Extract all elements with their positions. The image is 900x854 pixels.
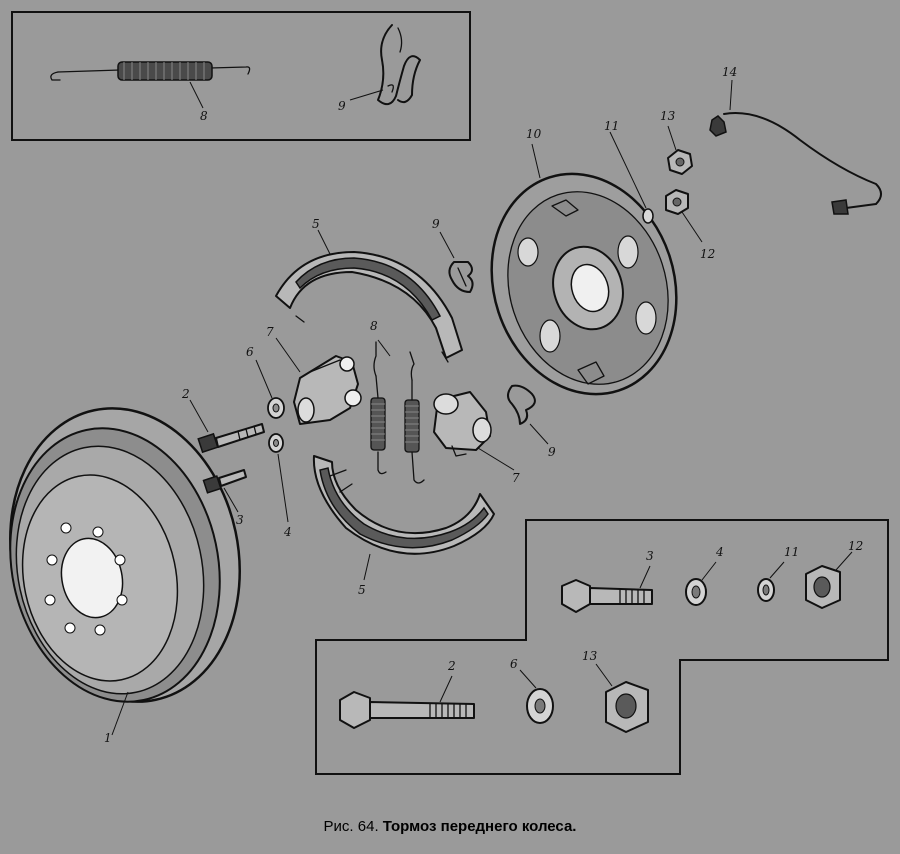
label-1: 1	[104, 731, 112, 745]
brake-drum: 1	[9, 407, 241, 745]
label-12-upper: 12	[700, 247, 715, 261]
caption-title: Тормоз переднего колеса.	[382, 818, 577, 835]
label-9-right: 9	[548, 445, 556, 459]
detail-bolt-3: 3	[561, 549, 654, 613]
label-5-upper: 5	[312, 217, 320, 231]
backing-plate: 10	[490, 127, 678, 396]
bolt-3: 3	[202, 469, 247, 527]
label-14: 14	[722, 65, 737, 79]
figure-caption: Рис. 64. Тормоз переднего колеса.	[0, 818, 900, 835]
label-13-detail: 13	[582, 649, 598, 663]
label-5-lower: 5	[358, 583, 366, 597]
brake-shoe-lower: 5	[312, 455, 495, 597]
detail-bolt-2: 2	[339, 659, 475, 729]
inset-spring-8: 8	[50, 61, 251, 123]
washer-6: 6	[246, 345, 285, 419]
wheel-cylinder-right: 7	[433, 391, 520, 485]
label-3-detail: 3	[646, 549, 654, 563]
label-9-upper: 9	[432, 217, 440, 231]
inset-fasteners-box: 3 4 11 12 2	[315, 519, 889, 775]
label-3: 3	[236, 513, 244, 527]
wheel-cylinder-left: 7	[266, 325, 362, 425]
label-7-right: 7	[512, 471, 520, 485]
detail-washer-4: 4	[685, 545, 724, 606]
label-12-detail: 12	[848, 539, 863, 553]
clip-9-upper: 9	[432, 217, 474, 293]
label-13-upper: 13	[660, 109, 676, 123]
brake-pipe: 14	[709, 65, 882, 215]
detail-washer-11: 11	[757, 545, 799, 602]
bolt-2: 2	[181, 387, 265, 454]
label-2: 2	[181, 387, 190, 401]
label-8-inset: 8	[200, 109, 208, 123]
label-11-detail: 11	[784, 545, 799, 559]
label-2-detail: 2	[447, 659, 456, 673]
caption-prefix: Рис. 64.	[323, 818, 379, 835]
label-7-left: 7	[266, 325, 274, 339]
label-11-upper: 11	[604, 119, 619, 133]
label-6: 6	[246, 345, 254, 359]
detail-nut-12: 12	[805, 539, 863, 609]
inset-top-box: 8 9	[11, 11, 471, 141]
brake-shoe-upper: 5	[275, 217, 463, 363]
washer-4: 4	[268, 433, 292, 539]
nut-12-upper: 12	[665, 189, 715, 261]
label-6-detail: 6	[510, 657, 518, 671]
label-9-inset: 9	[338, 99, 346, 113]
detail-washer-6: 6	[510, 657, 554, 724]
label-4: 4	[283, 525, 292, 539]
label-10: 10	[526, 127, 542, 141]
label-4-detail: 4	[715, 545, 724, 559]
washer-11-upper: 11	[604, 119, 654, 224]
clip-9-right: 9	[507, 384, 556, 459]
detail-nut-13: 13	[582, 649, 649, 733]
nut-13-upper: 13	[660, 109, 693, 175]
label-8: 8	[370, 319, 378, 333]
inset-clip-9: 9	[338, 24, 421, 113]
return-springs: 8	[370, 319, 425, 484]
